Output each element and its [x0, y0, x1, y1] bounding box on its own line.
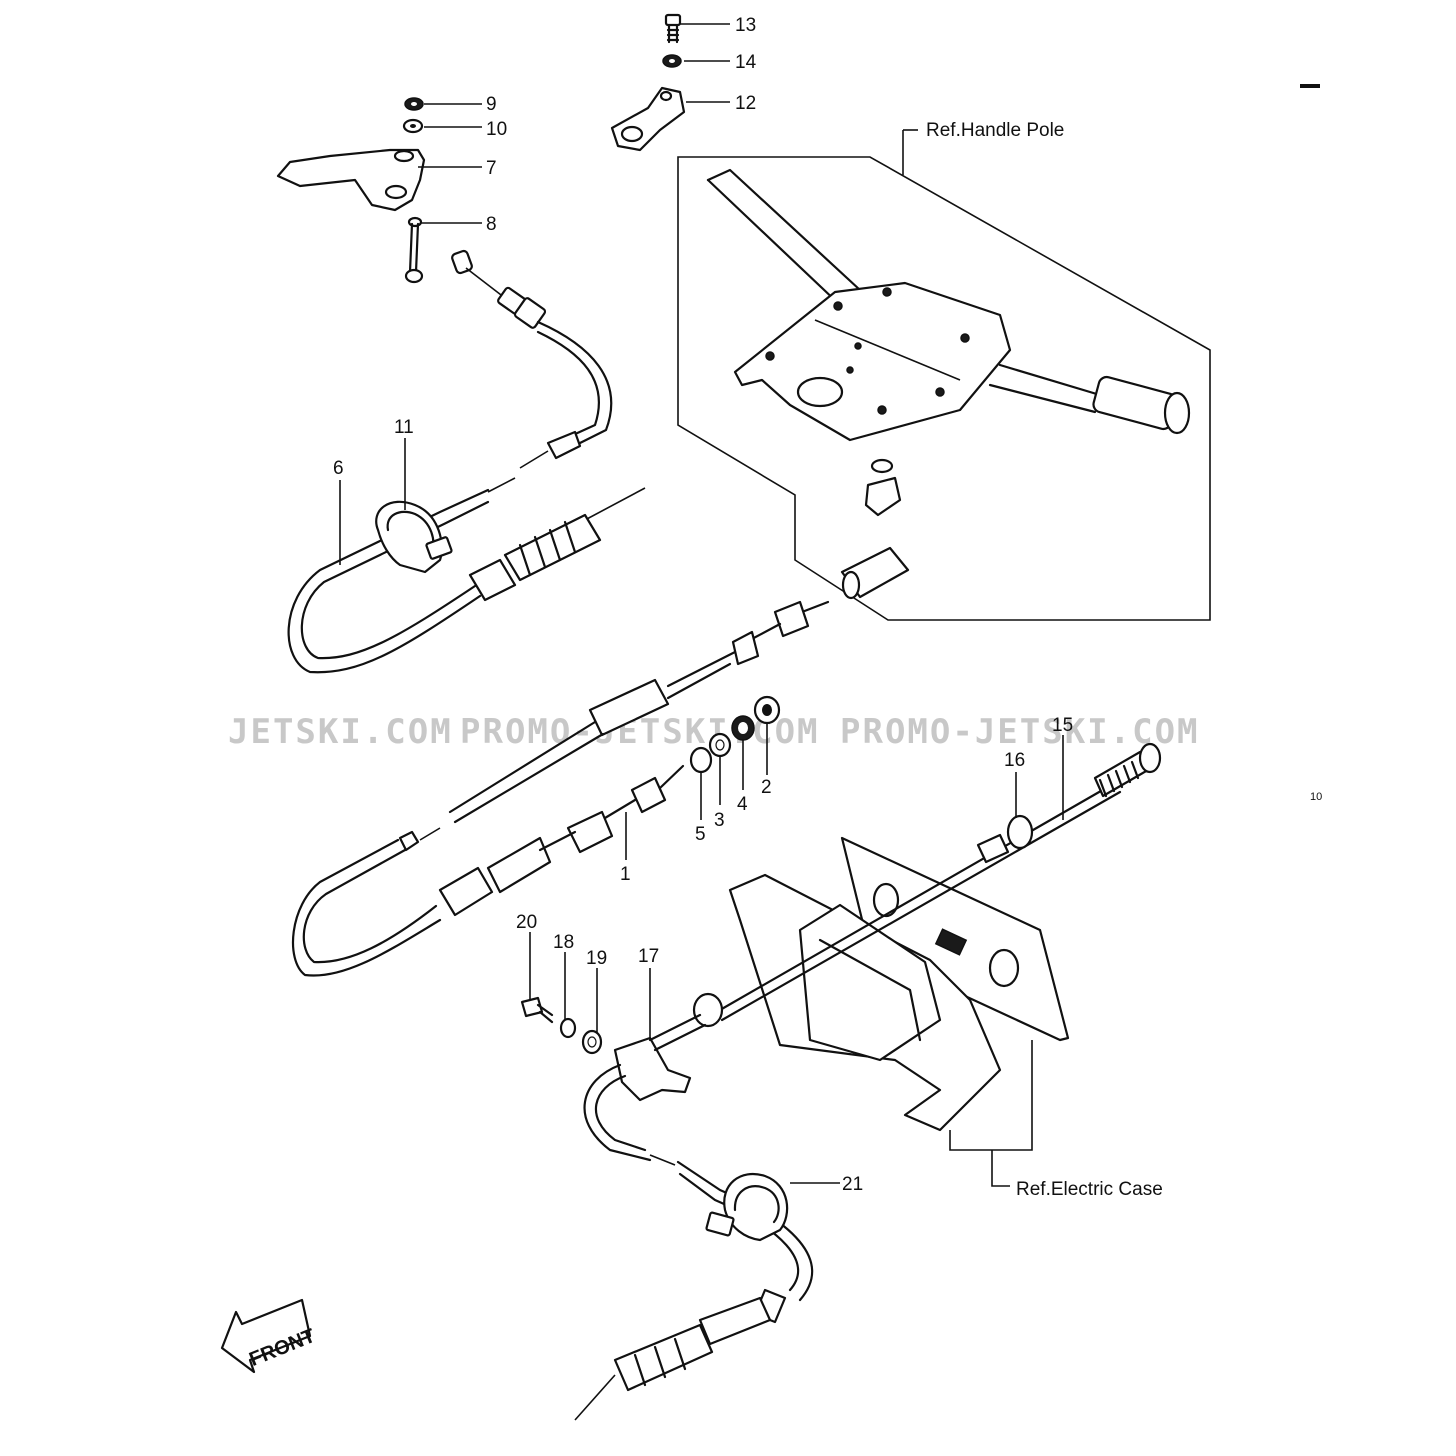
part-17-holder	[613, 1013, 707, 1102]
callout-5: 5	[695, 824, 706, 845]
part-19-washer	[581, 1029, 603, 1055]
part-14-washer	[662, 54, 682, 68]
callout-20: 20	[516, 912, 537, 933]
part-20-bolt	[520, 996, 554, 1024]
callout-9: 9	[486, 94, 497, 115]
part-3-washer	[708, 732, 732, 758]
leader-lines	[339, 23, 1064, 1184]
cable-adjuster-upper	[468, 487, 646, 602]
callout-15: 15	[1052, 715, 1073, 736]
callout-11: 11	[394, 417, 414, 438]
part-8-pin	[404, 216, 424, 284]
callout-7: 7	[486, 158, 497, 179]
callout-14: 14	[735, 52, 757, 73]
part-6-cable	[287, 249, 613, 674]
callout-13: 13	[735, 15, 756, 36]
part-10-washer	[402, 118, 424, 134]
watermark-3: PROMO-JETSKI.COM	[840, 712, 1200, 752]
callout-21: 21	[842, 1174, 863, 1195]
part-7-bracket	[276, 148, 426, 212]
part-4-clip	[731, 715, 755, 741]
callout-10: 10	[486, 119, 507, 140]
callout-19: 19	[586, 948, 607, 969]
callout-18: 18	[553, 932, 574, 953]
part-12-bracket	[610, 86, 686, 152]
lower-cable	[574, 1063, 814, 1421]
callout-17: 17	[638, 946, 659, 967]
part-13-bolt	[664, 13, 682, 44]
watermark-1: JETSKI.COM	[228, 712, 453, 752]
part-1-cable	[291, 600, 830, 977]
callout-1: 1	[620, 864, 631, 885]
callout-4: 4	[737, 794, 748, 815]
handle-pole-reference-group	[677, 156, 1211, 621]
handle-plate	[733, 281, 1012, 442]
electric-case-reference-group	[692, 742, 1162, 1187]
callout-16: 16	[1004, 750, 1025, 771]
part-9-nut	[404, 97, 424, 111]
part-5-oring	[689, 746, 713, 774]
callout-12: 12	[735, 93, 756, 114]
part-2-nut	[753, 695, 781, 725]
callout-6: 6	[333, 458, 344, 479]
corner-mark	[1300, 84, 1320, 88]
callout-3: 3	[714, 810, 725, 831]
margin-note: 10	[1310, 791, 1322, 803]
front-arrow: FRONT	[220, 1298, 318, 1374]
part-11-clamp	[375, 500, 453, 574]
part-21-clamp	[705, 1173, 789, 1242]
ref-electric-case-label: Ref.Electric Case	[1016, 1179, 1163, 1200]
callout-8: 8	[486, 214, 497, 235]
callout-2: 2	[761, 777, 772, 798]
part-18-washer	[559, 1017, 577, 1039]
callout-labels: 13 14 12 9 10 7 8 11 6 5 3 4 2 1 16 15 2…	[333, 15, 1073, 1195]
ref-handle-pole-label: Ref.Handle Pole	[926, 120, 1064, 141]
